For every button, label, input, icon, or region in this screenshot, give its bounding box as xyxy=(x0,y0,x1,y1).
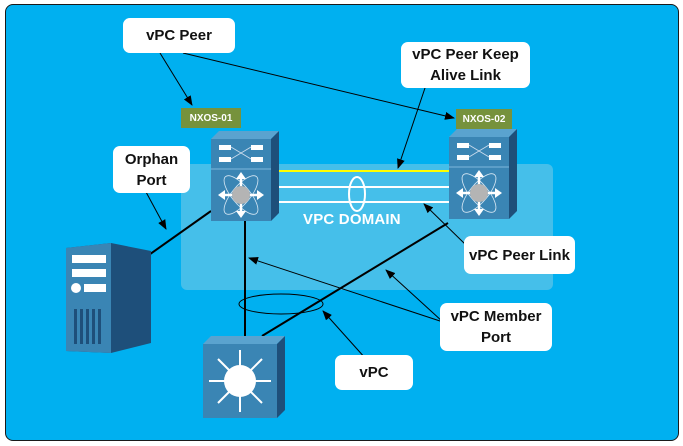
diagram-canvas: NXOS-01 NXOS-02 VPC DOMAIN vPC Peer vPC … xyxy=(5,4,679,441)
diagram-svg xyxy=(66,52,553,418)
callout-member-line-1: vPC Member xyxy=(450,308,542,325)
nxos-02-switch-icon[interactable] xyxy=(449,129,517,219)
nxos-02-tag: NXOS-02 xyxy=(456,109,512,129)
nxos-01-tag: NXOS-01 xyxy=(181,108,241,128)
nxos-01-label: NXOS-01 xyxy=(189,112,233,124)
nxos-02-label: NXOS-02 xyxy=(462,113,506,125)
pointer-vpc-peer-2 xyxy=(182,52,455,120)
callout-vpc-peer-text: vPC Peer xyxy=(146,27,212,44)
callout-orphan-line-2: Port xyxy=(136,171,167,189)
callout-vpc-peer: vPC Peer xyxy=(123,18,235,53)
callout-keepalive-line-2: Alive Link xyxy=(430,67,501,84)
callout-orphan-port: Orphan Port xyxy=(113,146,190,193)
pointer-vpc xyxy=(322,310,367,360)
callout-vpc-text: vPC xyxy=(359,364,389,381)
pointer-orphan xyxy=(145,191,167,230)
pointer-member-2 xyxy=(385,269,444,323)
port-channel-ellipse xyxy=(348,176,366,212)
callout-peer-link: vPC Peer Link xyxy=(464,236,575,274)
callout-keepalive-line-1: vPC Peer Keep xyxy=(412,46,519,63)
pointer-peer-link xyxy=(423,203,467,246)
orphan-link xyxy=(145,210,212,258)
server-icon[interactable] xyxy=(66,243,151,353)
callout-vpc: vPC xyxy=(335,355,413,390)
callout-peer-link-text: vPC Peer Link xyxy=(469,246,570,264)
pointer-vpc-peer-1 xyxy=(159,52,193,106)
callout-member-line-2: Port xyxy=(481,329,511,346)
nxos-01-switch-icon[interactable] xyxy=(211,131,279,221)
pointer-member-1 xyxy=(248,257,444,323)
vpc-domain-label: VPC DOMAIN xyxy=(303,211,401,228)
vpc-member-link-2 xyxy=(261,222,449,337)
access-switch-icon[interactable] xyxy=(203,336,285,418)
vpc-ellipse xyxy=(238,293,324,315)
callout-orphan-line-1: Orphan xyxy=(124,150,179,168)
callout-member-port: vPC Member Port xyxy=(440,303,552,351)
callout-keepalive: vPC Peer Keep Alive Link xyxy=(401,42,530,88)
pointer-keepalive xyxy=(397,84,427,169)
